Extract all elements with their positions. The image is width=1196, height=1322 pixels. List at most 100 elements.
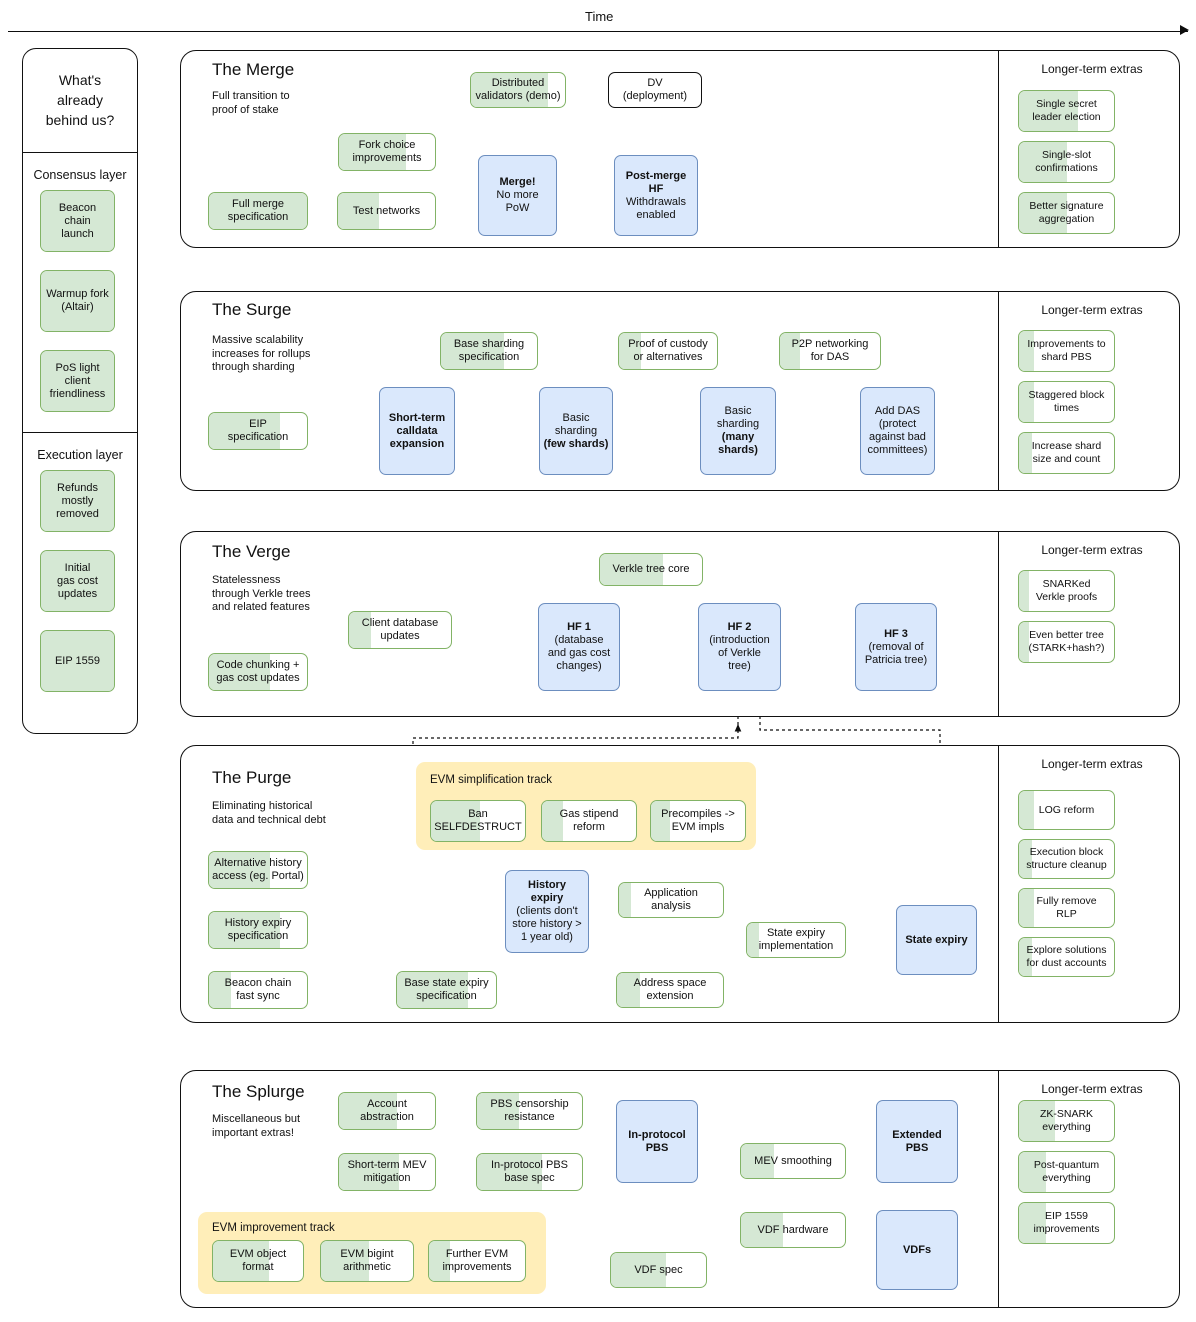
stage-title-surge: The Surge (212, 300, 292, 319)
node-dv-deployment[interactable]: DV(deployment) (608, 72, 702, 108)
progress-fill (542, 801, 563, 841)
node-verkle-tree-core[interactable]: Verkle tree core (599, 553, 703, 586)
sidebar-item-eip-1559[interactable]: EIP 1559 (40, 630, 115, 692)
progress-fill (441, 333, 505, 369)
progress-fill (339, 134, 407, 170)
progress-fill (1019, 1101, 1056, 1141)
extras-heading-verge: Longer-term extras (1041, 543, 1143, 557)
progress-fill (1019, 889, 1035, 927)
node-mev-smoothing[interactable]: MEV smoothing (740, 1143, 846, 1179)
node-test-networks[interactable]: Test networks (337, 192, 436, 230)
extras-heading-surge: Longer-term extras (1041, 303, 1143, 317)
progress-fill (1019, 791, 1035, 829)
progress-fill (397, 972, 469, 1008)
extra-log-reform[interactable]: LOG reform (1018, 790, 1115, 830)
progress-fill (747, 923, 759, 957)
node-precompiles-evm-impls[interactable]: Precompiles ->EVM impls (650, 800, 746, 842)
extras-heading-purge: Longer-term extras (1041, 757, 1143, 771)
node-vdf-spec[interactable]: VDF spec (610, 1252, 707, 1288)
sidebar-divider-1 (22, 152, 138, 153)
stage-extras-divider (998, 745, 999, 1023)
node-code-chunking-gas-cost-updates[interactable]: Code chunking +gas cost updates (208, 653, 308, 691)
node-vdfs[interactable]: VDFs (876, 1210, 958, 1290)
node-vdf-hardware[interactable]: VDF hardware (740, 1212, 846, 1248)
stage-title-purge: The Purge (212, 768, 292, 787)
extra-even-better-tree[interactable]: Even better tree(STARK+hash?) (1018, 621, 1115, 663)
sidebar-item-warmup-fork[interactable]: Warmup fork(Altair) (40, 270, 115, 332)
node-label: LOG reform (1038, 803, 1095, 816)
progress-fill (741, 1144, 775, 1178)
progress-fill (617, 973, 641, 1007)
node-state-expiry[interactable]: State expiry (896, 905, 977, 975)
